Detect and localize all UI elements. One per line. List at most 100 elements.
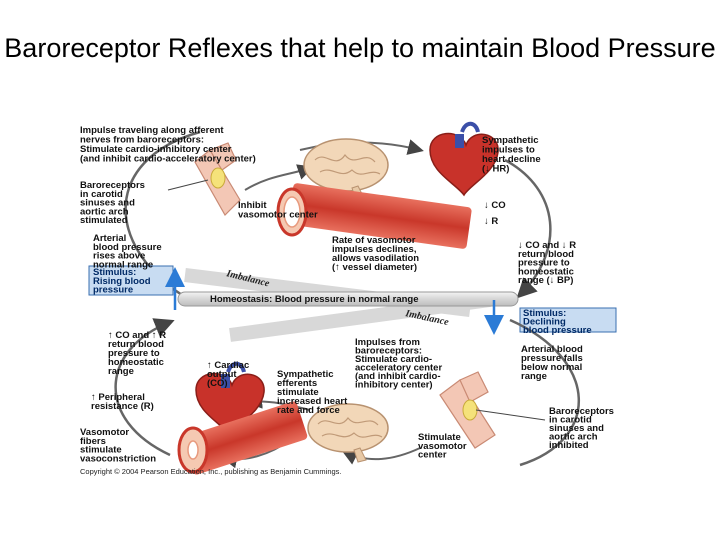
label-line: ↓ CO [484,200,506,211]
label-line: Stimulus: [93,267,136,278]
label-line: Sympathetic [482,135,539,146]
label-line: Rising blood [93,276,151,287]
label-line: pressure to [518,258,570,269]
label-line: Impulses from [355,337,420,348]
pointer-baro-bottom [475,409,546,421]
arrow-baro-to-brain-bottom [341,447,421,465]
copyright-text: Copyright © 2004 Pearson Education, Inc.… [80,467,342,476]
label-line: normal range [93,259,153,270]
label-line: return blood [518,249,574,260]
label-line: Inhibit [238,200,267,211]
carotid-artery-top [194,142,241,216]
brain-bottom [307,403,389,463]
label-line: vasoconstriction [80,453,156,464]
label-line: Arterial [93,233,126,244]
label-line: ↓ CO and ↓ R [518,240,576,251]
label-line: range [108,366,134,377]
label-line: Stimulate cardio- [355,354,432,365]
label-line: Stimulate cardio-inhibitory center [80,144,232,155]
label-line: Vasomotor [80,427,129,438]
label-line: pressure to [108,348,160,359]
label-line: nerves from baroreceptors: [80,135,204,146]
label-line: output [207,369,237,380]
heart-top [429,121,499,197]
label-line: heart decline [482,154,541,165]
label-r-down: ↓ R [484,216,498,227]
label-line: Rate of vasomotor [332,235,416,246]
curve-arrow-bottom-right [509,318,580,467]
label-line: ↑ Peripheral [91,392,145,403]
label-line: range [521,371,547,382]
label-line: resistance (R) [91,401,154,412]
blood-vessel-bottom [177,401,308,475]
label-line: inhibitory center) [355,380,433,391]
stimulus-rising-box [88,265,174,296]
label-line: below normal [521,362,582,373]
label-line: baroreceptors: [355,346,422,357]
label-line: in carotid [80,189,123,200]
label-line: blood pressure [523,325,592,336]
label-homeostasis: Homeostasis: Blood pressure in normal ra… [210,294,419,305]
curve-arrow-bottom-left [114,318,175,457]
label-line: ↓ R [484,216,498,227]
label-line: acceleratory center [355,363,442,374]
label-line: (↑ vessel diameter) [332,262,417,273]
label-line: impulses to [482,145,535,156]
label-line: pressure falls [521,353,583,364]
heart-bottom [195,361,265,437]
label-line: rate and force [277,405,340,416]
label-line: range (↓ BP) [518,275,573,286]
label-line: homeostatic [108,357,164,368]
label-line: blood pressure [93,242,162,253]
label-line: aortic arch [549,432,598,443]
label-line: center [418,450,447,461]
label-line: inhibited [549,440,589,451]
label-line: vasomotor center [238,210,318,221]
label-line: Declining [523,317,566,328]
label-line: Arterial blood [521,344,583,355]
label-line: aortic arch [80,206,129,217]
label-line: stimulate [80,445,122,456]
label-line: allows vasodilation [332,253,419,264]
label-line: Baroreceptors [549,406,614,417]
label-line: Stimulate [418,432,461,443]
label-line: sinuses and [549,423,604,434]
label-line: ↑ CO and ↑ R [108,330,166,341]
label-line: in carotid [549,415,592,426]
label-line: Impulse traveling along afferent [80,125,224,136]
label-line: stimulated [80,215,128,226]
label-line: Baroreceptors [80,180,145,191]
label-line: stimulate [277,387,319,398]
label-line: rises above [93,251,145,262]
label-line: (and inhibit cardio- [355,371,441,382]
label-line: efferents [277,378,317,389]
label-line: vasomotor [418,441,467,452]
label-line: increased heart [277,396,348,407]
curve-arrow-top-right [504,158,552,299]
label-line: pressure [93,285,133,296]
pointer-baro-top [167,179,209,191]
homeostasis-bar [177,291,519,307]
label-line: impulses declines, [332,244,416,255]
stimulus-declining-box [519,307,617,333]
label-line: return blood [108,339,164,350]
